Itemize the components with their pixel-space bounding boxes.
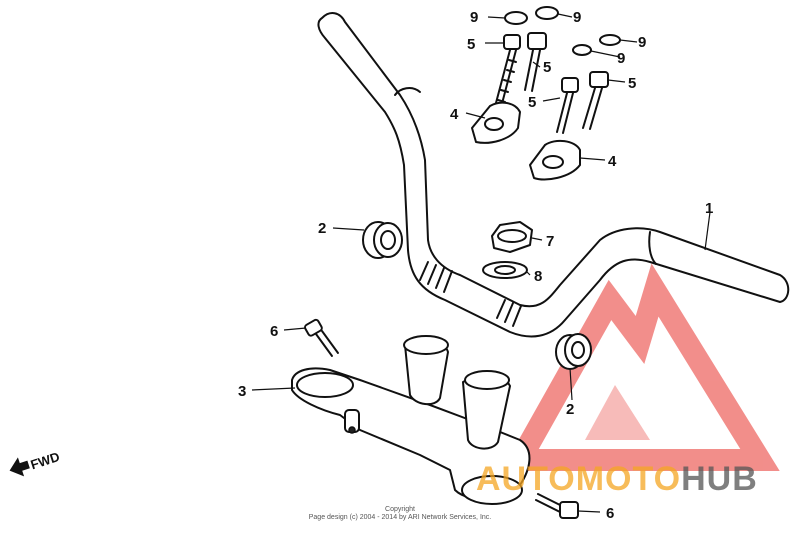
forward-direction-indicator: FWD xyxy=(9,449,62,477)
upper-holder-4-b xyxy=(529,139,581,181)
watermark-hub: HUB xyxy=(681,460,758,498)
nut-7 xyxy=(491,221,533,253)
callout-4-b: 4 xyxy=(608,153,617,170)
watermark-text: AUTOMOTOHUB xyxy=(476,460,758,498)
watermark-auto: AUTO xyxy=(476,460,576,498)
bolt-6-lower xyxy=(535,493,579,519)
callout-9-d: 9 xyxy=(638,34,646,51)
callout-2-b: 2 xyxy=(566,401,574,418)
handlebar xyxy=(317,12,790,338)
copyright-line-2: Page design (c) 2004 - 2014 by ARI Netwo… xyxy=(309,514,492,521)
callout-4-a: 4 xyxy=(450,106,459,123)
callout-5-b: 5 xyxy=(543,59,551,76)
callout-3: 3 xyxy=(238,383,246,400)
callout-9-b: 9 xyxy=(573,9,581,26)
top-bridge-3 xyxy=(291,335,531,505)
leader-lines xyxy=(251,13,711,513)
knurled-section-left xyxy=(419,261,453,293)
callout-8: 8 xyxy=(534,268,542,285)
knurled-section-right xyxy=(496,299,522,327)
bolt-5-b xyxy=(524,32,547,92)
callout-7: 7 xyxy=(546,233,554,250)
cap-9-group xyxy=(504,6,621,56)
watermark-logo-icon xyxy=(501,263,780,471)
callout-9-a: 9 xyxy=(470,9,478,26)
bolt-5-c xyxy=(556,77,579,134)
callout-9-c: 9 xyxy=(617,50,625,67)
callout-6-b: 6 xyxy=(606,505,614,522)
callout-6-a: 6 xyxy=(270,323,278,340)
bushing-2-right xyxy=(555,333,592,370)
watermark-moto: MOTO xyxy=(576,460,681,498)
bushing-2-left xyxy=(362,221,403,259)
bolt-5-d xyxy=(582,71,609,130)
upper-holder-4-a xyxy=(471,101,521,144)
callout-5-c: 5 xyxy=(528,94,536,111)
callout-2-a: 2 xyxy=(318,220,326,237)
bolt-6-upper xyxy=(304,318,339,357)
callout-1: 1 xyxy=(705,200,713,217)
callout-5-d: 5 xyxy=(628,75,636,92)
fwd-label: FWD xyxy=(29,449,62,472)
washer-8 xyxy=(482,261,528,279)
fwd-arrow-icon xyxy=(9,457,30,477)
copyright-line-1: Copyright xyxy=(385,506,415,513)
callout-5-a: 5 xyxy=(467,36,475,53)
